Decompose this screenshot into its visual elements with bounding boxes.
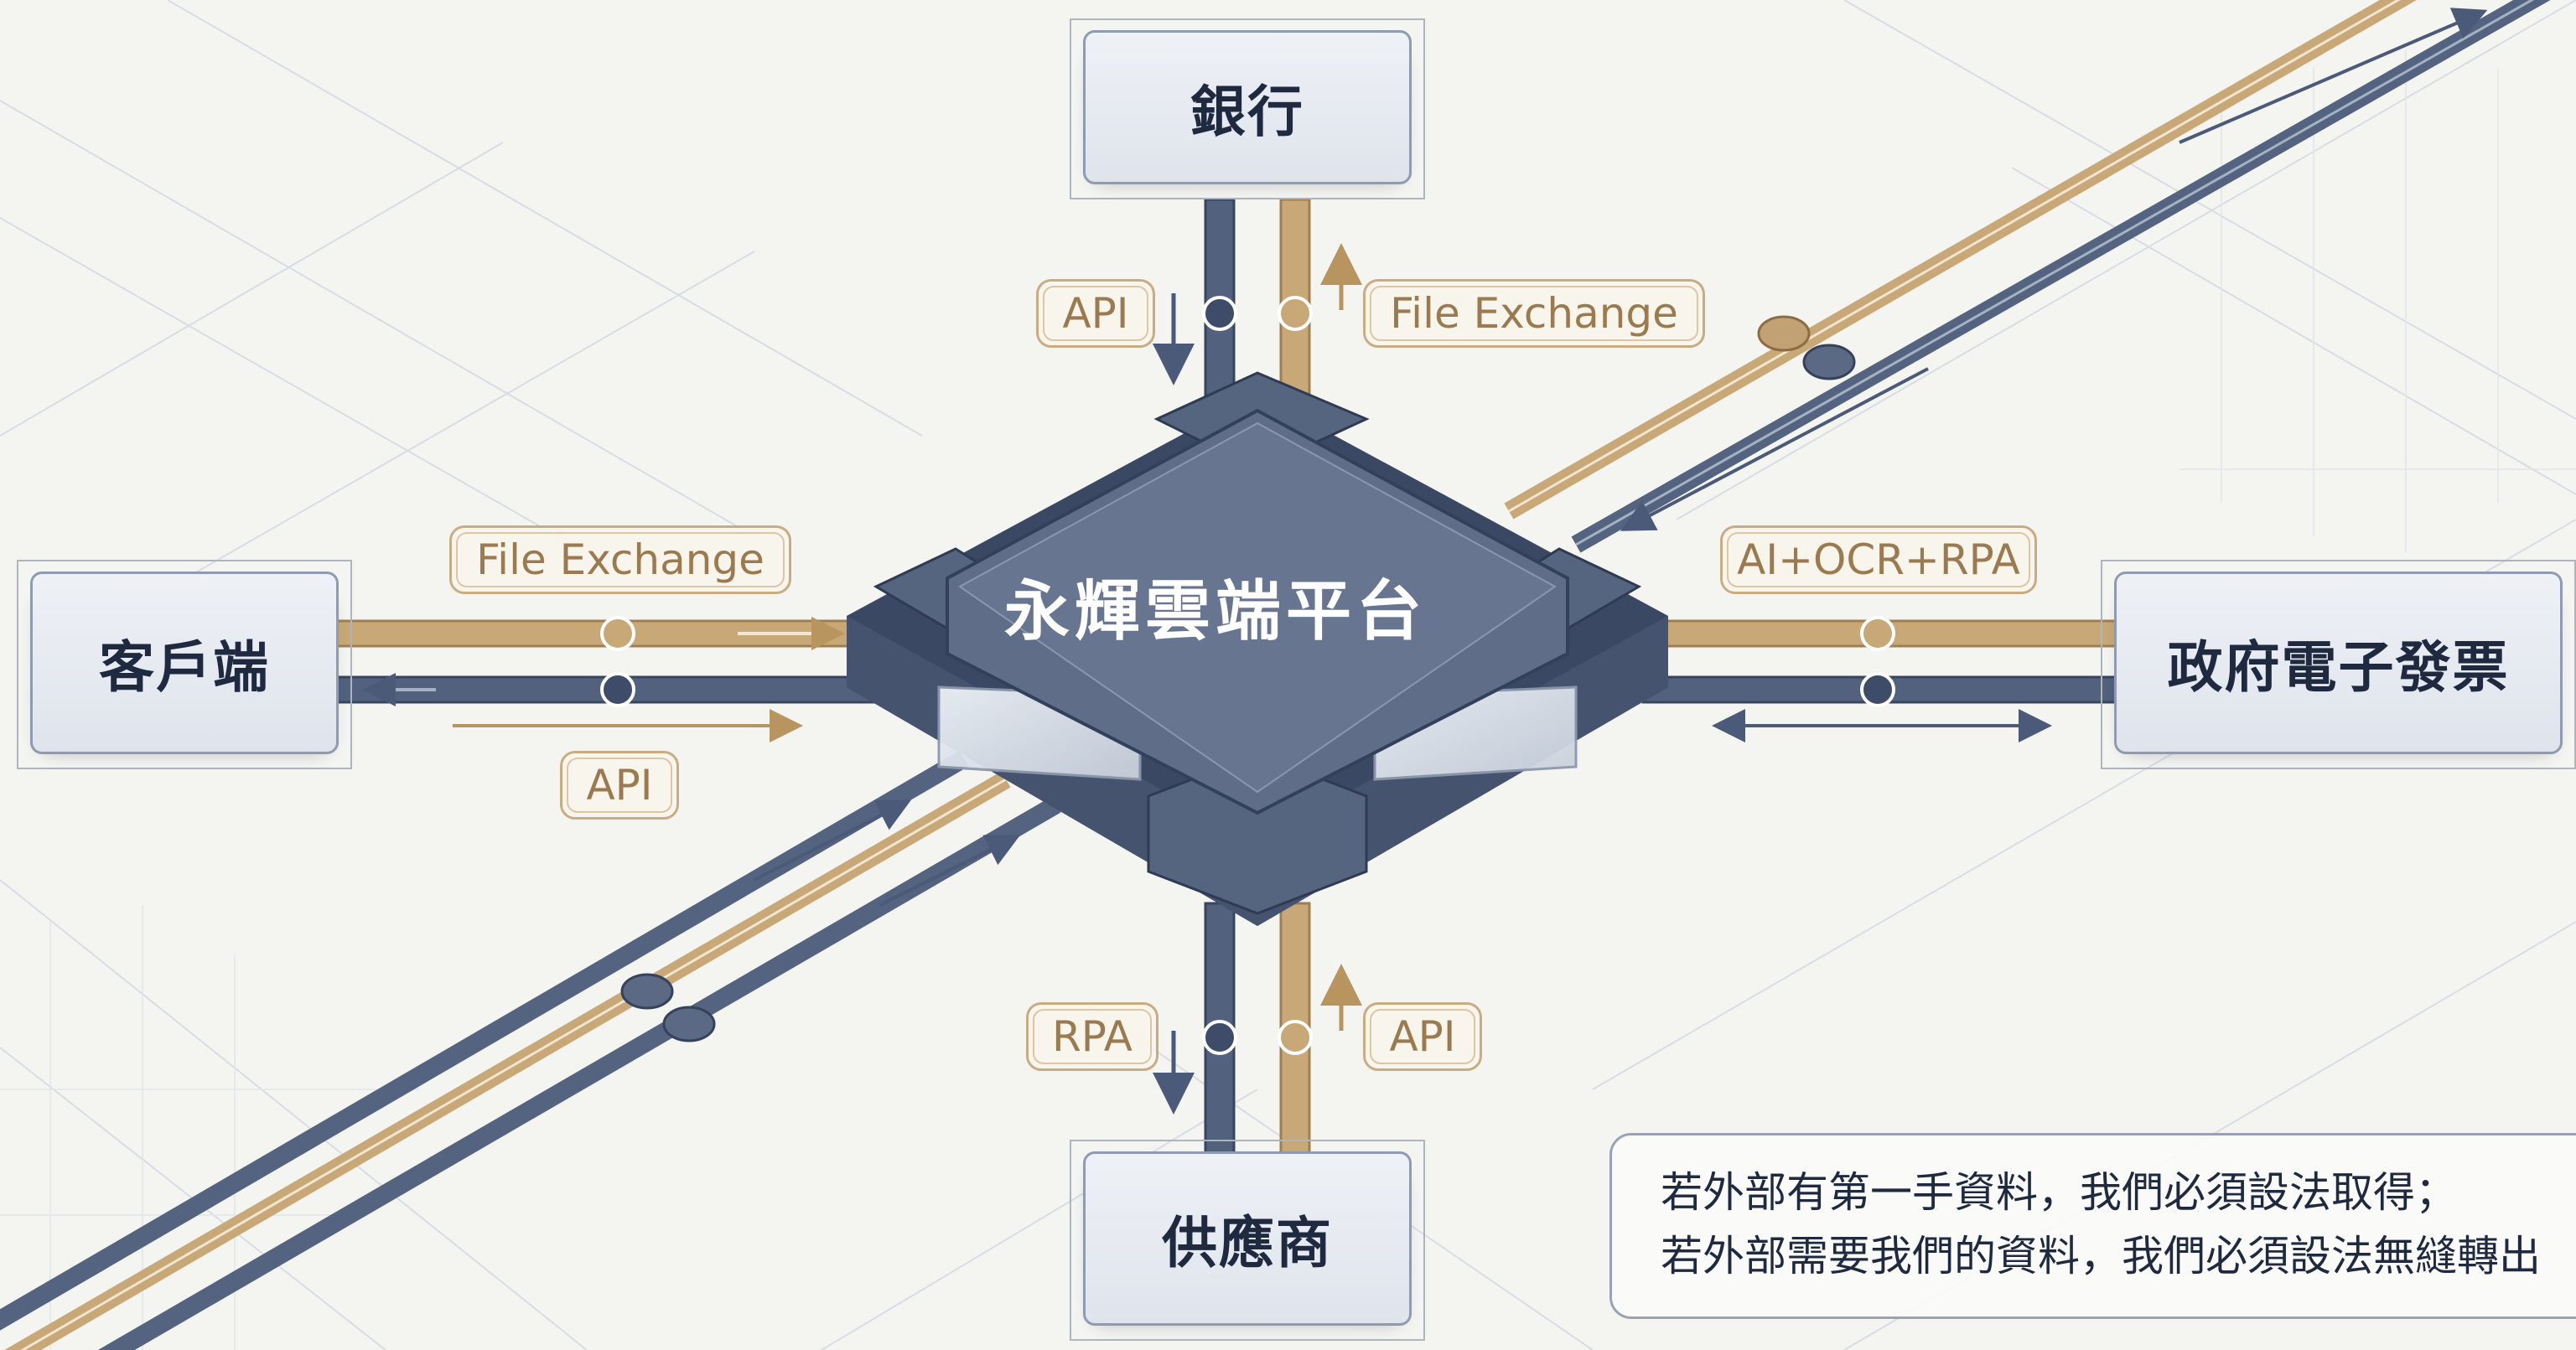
- flow-node: [1757, 315, 1811, 352]
- client-node[interactable]: 客戶端: [17, 560, 352, 769]
- supplier-rpa-label: RPA: [1026, 1002, 1158, 1071]
- client-file-exchange-label: File Exchange: [449, 525, 791, 594]
- flow-node: [1860, 616, 1895, 651]
- flow-node: [1202, 296, 1237, 331]
- diagonal-flow-northeast: [1504, 0, 2551, 553]
- government-node-label: 政府電子發票: [2114, 572, 2563, 754]
- flow-node: [620, 973, 674, 1010]
- client-node-label: 客戶端: [30, 572, 339, 754]
- bank-node-label: 銀行: [1083, 30, 1412, 184]
- flow-node: [600, 616, 635, 651]
- supplier-api-label: API: [1363, 1002, 1482, 1071]
- bank-api-label: API: [1036, 279, 1155, 348]
- supplier-node[interactable]: 供應商: [1070, 1140, 1425, 1341]
- supplier-connector: [1153, 902, 1362, 1166]
- note-line-2: 若外部需要我們的資料，我們必須設法無縫轉出: [1661, 1232, 2541, 1280]
- hub-platform: [847, 371, 1668, 926]
- government-node[interactable]: 政府電子發票: [2101, 560, 2576, 769]
- flow-node: [662, 1006, 716, 1042]
- government-ai-ocr-rpa-label: AI+OCR+RPA: [1720, 525, 2037, 594]
- bank-file-exchange-label: File Exchange: [1363, 279, 1705, 348]
- flow-node: [1278, 296, 1313, 331]
- diagonal-flow-southwest: [0, 750, 1061, 1350]
- flow-node: [1802, 344, 1856, 380]
- flow-node: [1202, 1020, 1237, 1055]
- supplier-node-label: 供應商: [1083, 1151, 1412, 1326]
- government-connector: [1641, 616, 2122, 742]
- bank-node[interactable]: 銀行: [1070, 18, 1425, 199]
- client-api-label: API: [560, 751, 679, 820]
- note-box: 若外部有第一手資料，我們必須設法取得； 若外部需要我們的資料，我們必須設法無縫轉…: [1609, 1133, 2576, 1319]
- note-line-1: 若外部有第一手資料，我們必須設法取得；: [1661, 1168, 2457, 1217]
- client-connector: [334, 616, 890, 742]
- bank-connector: [1153, 198, 1362, 402]
- hub-title: 永輝雲端平台: [1003, 574, 1427, 649]
- flow-node: [1860, 672, 1895, 707]
- flow-node: [600, 672, 635, 707]
- flow-node: [1278, 1020, 1313, 1055]
